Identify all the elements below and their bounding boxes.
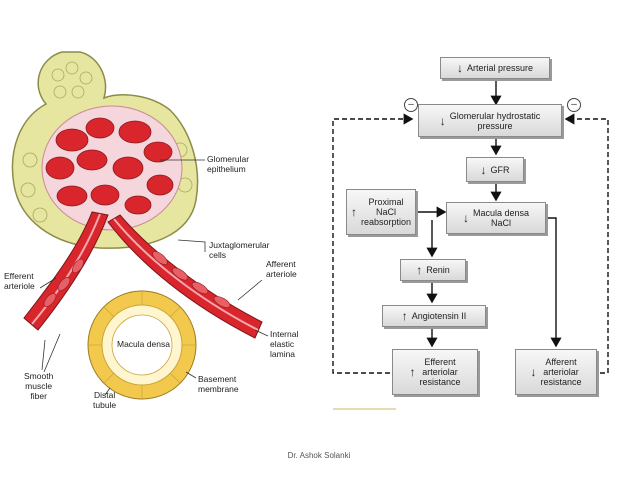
label-internal-elastic-lamina: Internal elastic lamina <box>270 329 299 359</box>
macula-densa-box: ↓ Macula densa NaCl <box>446 202 546 234</box>
arrow-down-icon: ↓ <box>462 211 469 225</box>
pointer-lines <box>39 159 269 396</box>
gfr-box: ↓ GFR <box>466 157 524 182</box>
label-glomerular-epithelium: Glomerular epithelium <box>207 154 250 174</box>
negative-feedback-sign-left: – <box>404 98 418 112</box>
afferent-resistance-box: ↓ Afferent arteriolar resistance <box>515 349 597 395</box>
angiotensin-text: Angiotensin II <box>411 311 467 321</box>
afferent-resistance-text: Afferent arteriolar resistance <box>540 357 582 387</box>
arrow-down-icon: ↓ <box>530 365 537 379</box>
arrow-up-icon: ↑ <box>409 365 416 379</box>
proximal-reabsorption-text: Proximal NaCl reabsorption <box>360 197 412 227</box>
label-basement-membrane: Basement membrane <box>198 374 239 394</box>
author-credit: Dr. Ashok Solanki <box>287 451 351 460</box>
arrow-up-icon: ↑ <box>416 263 423 277</box>
arterial-pressure-box: ↓ Arterial pressure <box>440 57 550 79</box>
proximal-reabsorption-box: ↑ Proximal NaCl reabsorption <box>346 189 416 235</box>
arterial-pressure-text: Arterial pressure <box>466 63 534 73</box>
angiotensin-box: ↑ Angiotensin II <box>382 305 486 327</box>
arrow-up-icon: ↑ <box>350 205 357 219</box>
label-macula-densa: Macula densa <box>117 339 170 349</box>
macula-densa-text: Macula densa NaCl <box>472 208 530 228</box>
label-smooth-muscle-fiber: Smooth muscle fiber <box>24 371 54 401</box>
glomerular-pressure-text: Glomerular hydrostatic pressure <box>449 110 541 131</box>
renin-box: ↑ Renin <box>400 259 466 281</box>
label-efferent-arteriole: Efferent arteriole <box>4 271 35 291</box>
tubule-cell-dividers <box>88 291 196 399</box>
gfr-text: GFR <box>490 164 510 175</box>
efferent-resistance-text: Efferent arteriolar resistance <box>419 357 461 387</box>
arrow-down-icon: ↓ <box>480 162 487 177</box>
label-afferent-arteriole: Afferent arteriole <box>266 259 297 279</box>
arrow-down-icon: ↓ <box>456 61 463 75</box>
negative-feedback-sign-right: – <box>567 98 581 112</box>
label-juxtaglomerular-cells: Juxtaglomerular cells <box>209 240 270 260</box>
arrow-up-icon: ↑ <box>401 309 408 323</box>
label-distal-tubule: Distal tubule <box>93 390 117 410</box>
renin-text: Renin <box>426 265 450 275</box>
capillary-loops <box>45 117 174 215</box>
glomerular-pressure-box: ↓ Glomerular hydrostatic pressure <box>418 104 562 137</box>
arrow-down-icon: ↓ <box>439 113 446 128</box>
smooth-muscle-cells <box>43 251 231 308</box>
efferent-resistance-box: ↑ Efferent arteriolar resistance <box>392 349 478 395</box>
